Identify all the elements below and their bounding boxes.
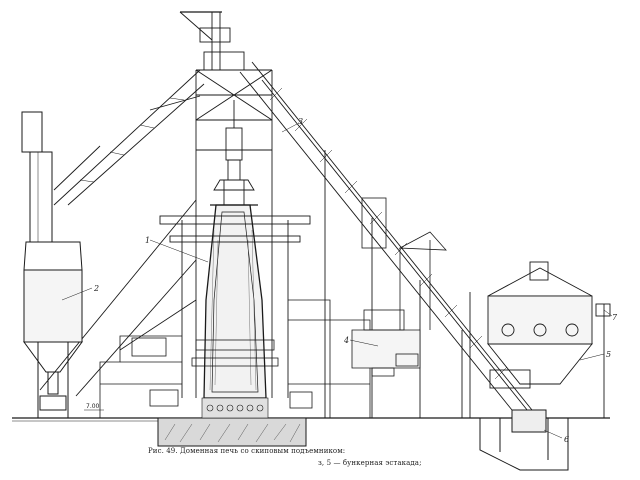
furnace-body <box>191 204 279 419</box>
callout-7: 7 <box>612 313 618 322</box>
figure-caption-line-1: Рис. 49. Доменная печь со скиповым подъе… <box>148 447 346 455</box>
skip-pit <box>479 409 569 471</box>
dust-duct <box>39 69 205 397</box>
furnace-top <box>210 100 258 206</box>
callout-6: 6 <box>564 435 569 444</box>
skip-house <box>351 197 447 377</box>
callout-4: 4 <box>343 336 349 345</box>
ground-line <box>12 417 610 422</box>
casthouse-right <box>288 299 371 418</box>
furnace-tower <box>159 11 311 398</box>
dust-catcher <box>21 111 83 418</box>
foundation <box>157 417 307 447</box>
leader-lines <box>61 123 613 439</box>
callout-3: 3 <box>298 117 303 126</box>
bunker-trestle <box>469 261 611 418</box>
level-mark: 7.00 <box>86 403 100 410</box>
figure-caption-line-2: з, 5 — бункерная эстакада; <box>318 459 422 467</box>
callout-5: 5 <box>606 350 611 359</box>
callout-1: 1 <box>145 236 150 245</box>
callout-2: 2 <box>93 284 99 293</box>
skip-bridge <box>239 61 541 427</box>
casthouse-left <box>99 335 182 418</box>
